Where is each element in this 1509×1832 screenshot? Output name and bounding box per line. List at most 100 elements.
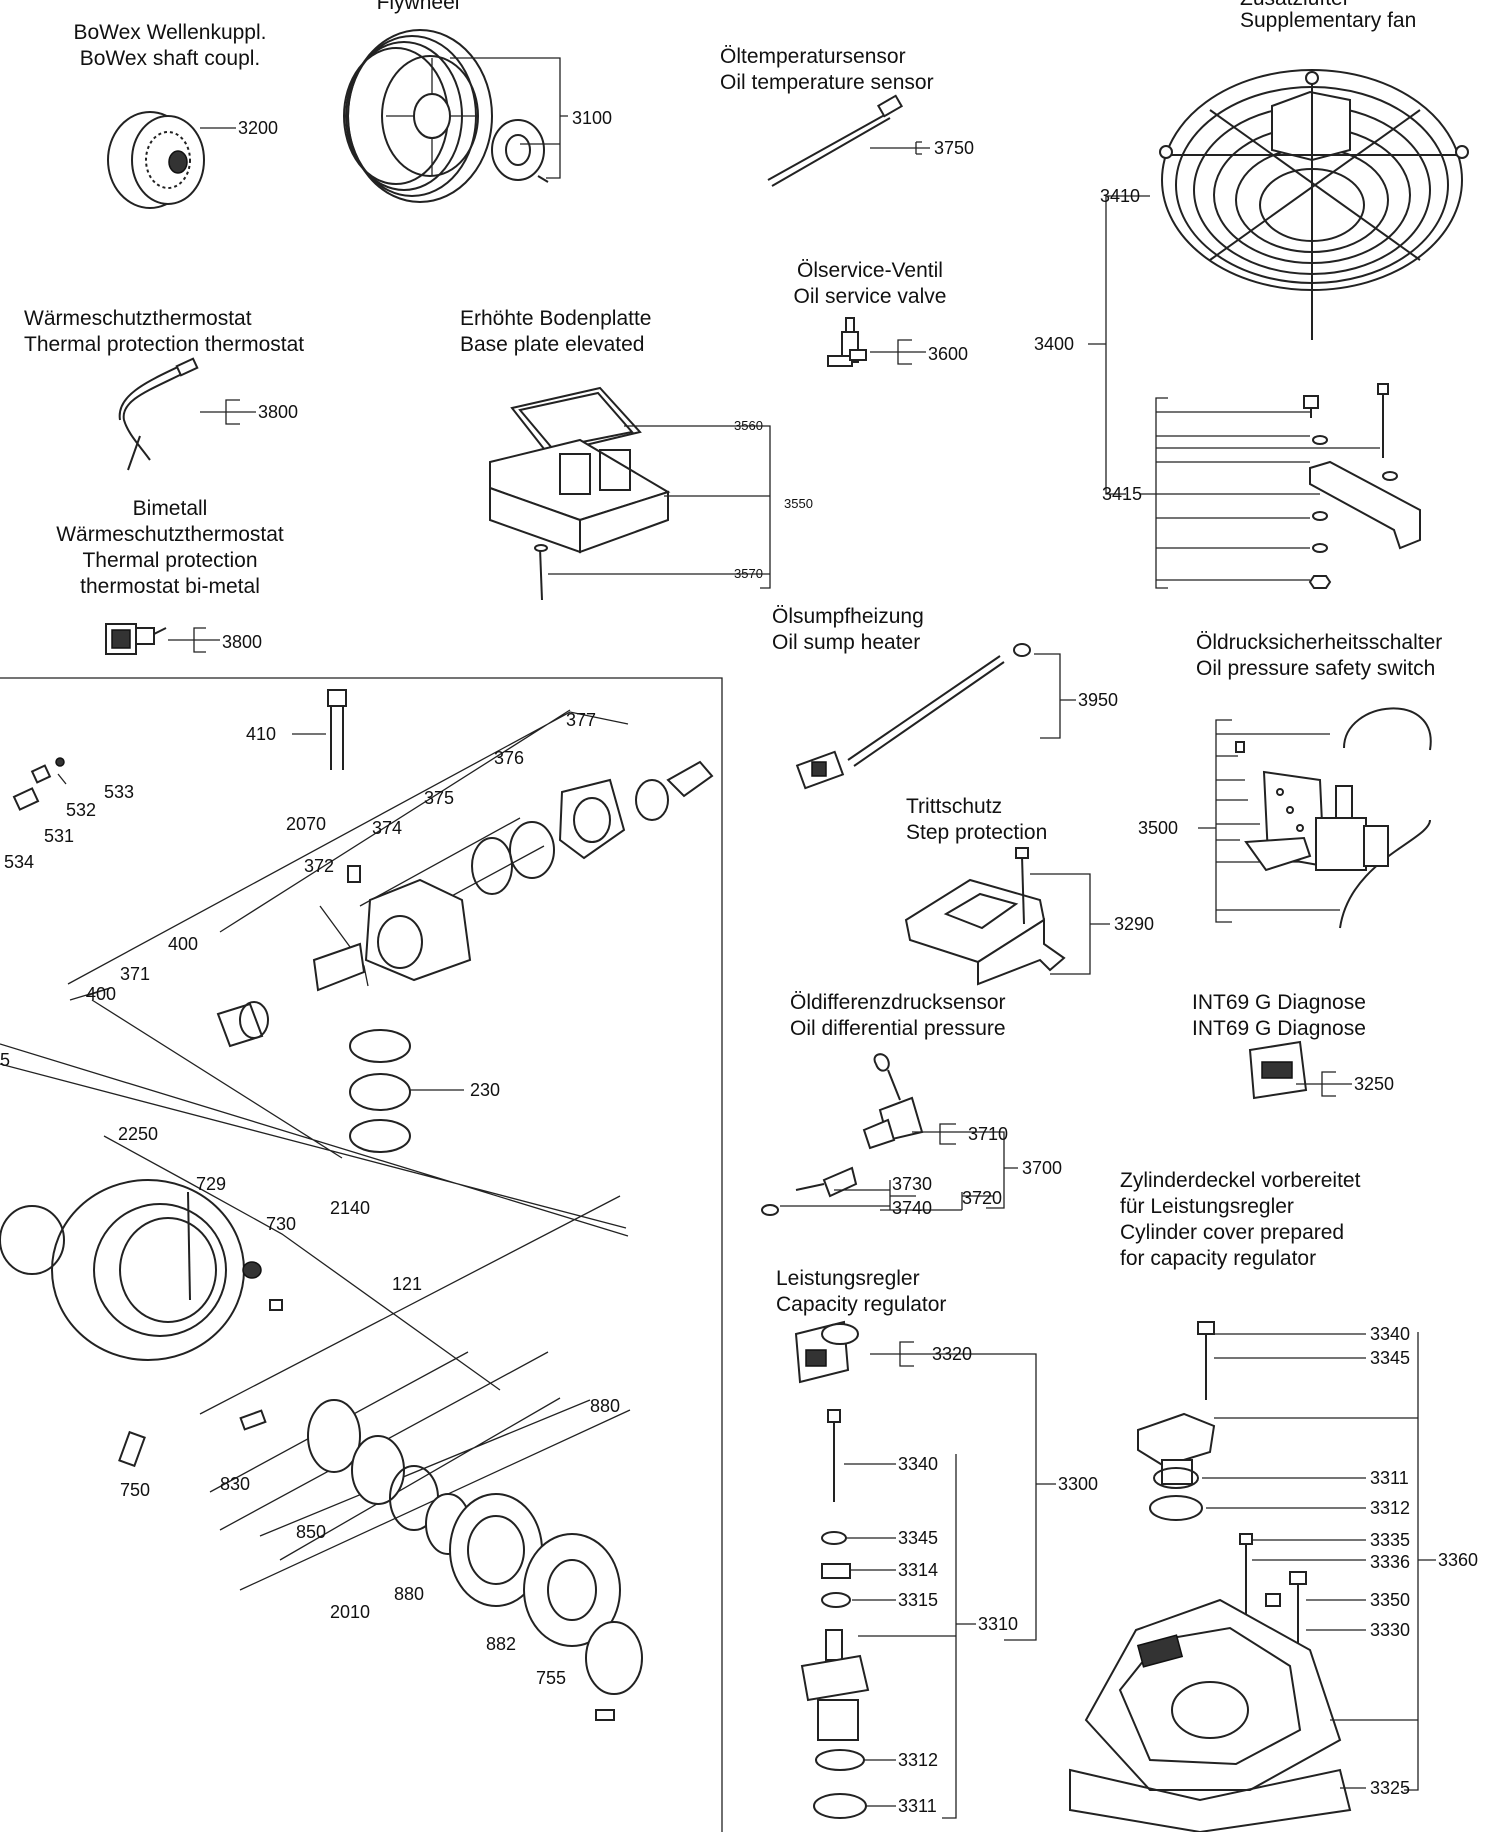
label-3311a: 3311	[898, 1796, 937, 1816]
label-3800b: 3800	[222, 632, 262, 652]
bimetal-title-3: Thermal protection	[82, 549, 258, 572]
oil-service-title-de: Ölservice-Ventil	[797, 259, 943, 282]
label-3345b: 3345	[1370, 1348, 1410, 1368]
label-533: 533	[104, 782, 134, 802]
label-3570: 3570	[734, 566, 763, 581]
label-3750: 3750	[934, 138, 974, 158]
capacity-reg-title-de: Leistungsregler	[776, 1267, 920, 1290]
step-protection	[904, 847, 1110, 986]
oil-temp-title-en: Oil temperature sensor	[720, 71, 934, 94]
label-5: 5	[0, 1050, 10, 1070]
label-3700: 3700	[1022, 1158, 1062, 1178]
label-3311b: 3311	[1370, 1468, 1409, 1488]
label-376: 376	[494, 748, 524, 768]
oil-service-title-en: Oil service valve	[793, 285, 947, 308]
label-3320: 3320	[932, 1344, 972, 1364]
label-3710: 3710	[968, 1124, 1008, 1144]
capacity-reg-title-en: Capacity regulator	[776, 1293, 947, 1316]
label-3560: 3560	[734, 418, 763, 433]
label-372: 372	[304, 856, 334, 876]
label-3350: 3350	[1370, 1590, 1410, 1610]
label-3335: 3335	[1370, 1530, 1410, 1550]
pressure-switch-title-en: Oil pressure safety switch	[1196, 657, 1436, 680]
int69-module	[1248, 1040, 1352, 1100]
label-3600: 3600	[928, 344, 968, 364]
label-3340b: 3340	[1370, 1324, 1410, 1344]
main-assembly-frame	[0, 677, 723, 1832]
capacity-regulator	[794, 1320, 1056, 1819]
oil-sump-heater	[795, 643, 1076, 790]
label-755: 755	[536, 1668, 566, 1688]
label-3720: 3720	[962, 1188, 1002, 1208]
baseplate-title-de: Erhöhte Bodenplatte	[460, 307, 652, 330]
bimetal-title-4: thermostat bi-metal	[80, 575, 260, 598]
bimetal-thermostat	[105, 623, 220, 655]
label-3340a: 3340	[898, 1454, 938, 1474]
label-3310: 3310	[978, 1614, 1018, 1634]
label-3360: 3360	[1438, 1550, 1478, 1570]
sump-title-de: Ölsumpfheizung	[772, 605, 924, 628]
label-3290: 3290	[1114, 914, 1154, 934]
label-3500: 3500	[1138, 818, 1178, 838]
flywheel	[343, 29, 568, 203]
label-534: 534	[4, 852, 34, 872]
thermal-thermostat	[118, 357, 256, 471]
label-3312b: 3312	[1370, 1498, 1410, 1518]
label-3740: 3740	[892, 1198, 932, 1218]
step-title-en: Step protection	[906, 821, 1048, 844]
label-880b: 880	[394, 1584, 424, 1604]
sump-title-en: Oil sump heater	[772, 631, 921, 654]
cylinder-cover	[1069, 1321, 1436, 1832]
oil-diff-title-de: Öldifferenzdrucksensor	[790, 991, 1006, 1014]
oil-temp-sensor	[767, 94, 930, 187]
label-375: 375	[424, 788, 454, 808]
cyl-cover-title-2: für Leistungsregler	[1120, 1195, 1294, 1218]
label-2010: 2010	[330, 1602, 370, 1622]
label-400b: 400	[86, 984, 116, 1004]
pressure-switch-title-de: Öldrucksicherheitsschalter	[1196, 631, 1443, 654]
label-2070: 2070	[286, 814, 326, 834]
bimetal-title-1: Bimetall	[132, 497, 208, 520]
label-880a: 880	[590, 1396, 620, 1416]
bowex-title-en: BoWex shaft coupl.	[79, 47, 261, 70]
label-3312a: 3312	[898, 1750, 938, 1770]
label-750: 750	[120, 1480, 150, 1500]
label-3100: 3100	[572, 108, 612, 128]
flywheel-title: Flywheel	[376, 0, 460, 14]
bowex-coupling	[107, 111, 236, 209]
label-3950: 3950	[1078, 690, 1118, 710]
label-121: 121	[392, 1274, 422, 1294]
oil-service-valve	[827, 317, 926, 367]
label-371: 371	[120, 964, 150, 984]
label-882: 882	[486, 1634, 516, 1654]
fan-title-en: Supplementary fan	[1240, 9, 1417, 32]
label-3730: 3730	[892, 1174, 932, 1194]
int69-title-en: INT69 G Diagnose	[1192, 1017, 1366, 1040]
int69-title-de: INT69 G Diagnose	[1192, 991, 1366, 1014]
label-230: 230	[470, 1080, 500, 1100]
bowex-title-de: BoWex Wellenkuppl.	[73, 21, 267, 44]
label-374: 374	[372, 818, 402, 838]
label-3325: 3325	[1370, 1778, 1410, 1798]
label-830: 830	[220, 1474, 250, 1494]
label-3550: 3550	[784, 496, 813, 511]
label-3415: 3415	[1102, 484, 1142, 504]
baseplate-title-en: Base plate elevated	[460, 333, 645, 356]
oil-diff-title-en: Oil differential pressure	[790, 1017, 1006, 1040]
label-3200: 3200	[238, 118, 278, 138]
label-377: 377	[566, 710, 596, 730]
label-400a: 400	[168, 934, 198, 954]
step-title-de: Trittschutz	[906, 795, 1003, 818]
thermal-title-de: Wärmeschutzthermostat	[24, 307, 252, 330]
label-850: 850	[296, 1522, 326, 1542]
label-410: 410	[246, 724, 276, 744]
label-531: 531	[44, 826, 74, 846]
label-3315: 3315	[898, 1590, 938, 1610]
label-3410: 3410	[1100, 186, 1140, 206]
label-2250: 2250	[118, 1124, 158, 1144]
label-3345a: 3345	[898, 1528, 938, 1548]
label-729: 729	[196, 1174, 226, 1194]
cyl-cover-title-3: Cylinder cover prepared	[1120, 1221, 1345, 1244]
oil-pressure-switch	[1198, 707, 1432, 929]
